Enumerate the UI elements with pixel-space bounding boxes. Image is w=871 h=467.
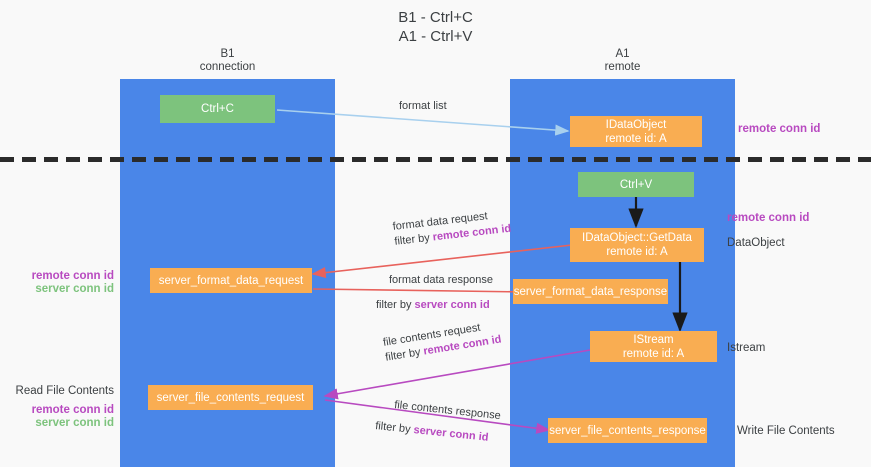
- filter-prefix: filter by: [393, 231, 434, 248]
- node-server-format-data-response[interactable]: server_format_data_response: [513, 279, 668, 304]
- left-label-read-file-contents: Read File Contents: [15, 385, 114, 397]
- node-getdata-line2: remote id: A: [606, 246, 668, 258]
- left-label-server-conn-id-bottom: server conn id: [35, 417, 114, 429]
- left-label-server-conn-id-mid: server conn id: [35, 283, 114, 295]
- column-header-a1-sub: remote: [604, 61, 641, 73]
- arrow-file-contents-response: [324, 399, 551, 434]
- node-idataobject-line1: IDataObject: [605, 118, 667, 131]
- node-istream-line2: remote id: A: [622, 347, 685, 360]
- arrow-format-list: [276, 109, 570, 136]
- node-idataobject[interactable]: IDataObject remote id: A: [570, 116, 702, 147]
- diagram-title-line2: A1 - Ctrl+V: [398, 28, 473, 45]
- column-header-a1-name: A1: [615, 48, 630, 60]
- node-istream-line1: IStream: [633, 333, 674, 346]
- arrow-label-format-list: format list: [399, 100, 447, 112]
- node-getdata-line1: IDataObject::GetData: [582, 232, 692, 244]
- right-label-write-file-contents: Write File Contents: [737, 425, 835, 437]
- node-server-format-data-request-label: server_format_data_request: [158, 274, 304, 287]
- arrow-label-format-data-response: format data response: [389, 274, 493, 286]
- node-idataobject-getdata[interactable]: IDataObject::GetData remote id: A: [570, 228, 704, 262]
- right-label-remote-conn-id-top: remote conn id: [738, 123, 821, 135]
- column-header-b1-sub: connection: [199, 61, 256, 73]
- arrow-file-contents-request: [323, 349, 591, 400]
- arrow-format-data-request: [311, 244, 573, 279]
- node-ctrl-v-label: Ctrl+V: [619, 178, 653, 191]
- node-server-file-contents-response[interactable]: server_file_contents_response: [548, 418, 707, 443]
- filter-prefix: filter by: [374, 419, 415, 436]
- node-server-file-contents-request[interactable]: server_file_contents_request: [148, 385, 313, 410]
- column-header-b1: B1 connection: [120, 48, 335, 74]
- node-ctrl-c-label: Ctrl+C: [201, 103, 234, 115]
- column-header-a1: A1 remote: [510, 48, 735, 74]
- arrow-format-data-response: [312, 286, 529, 298]
- node-ctrl-c[interactable]: Ctrl+C: [160, 95, 275, 123]
- right-label-istream: Istream: [727, 342, 766, 354]
- filter-prefix: filter by: [376, 299, 415, 311]
- node-server-format-data-response-label: server_format_data_response: [513, 285, 668, 298]
- node-server-file-contents-request-label: server_file_contents_request: [156, 391, 305, 404]
- node-idataobject-line2: remote id: A: [605, 132, 667, 145]
- node-istream[interactable]: IStream remote id: A: [590, 331, 717, 362]
- arrow-label-format-data-response-filter: filter by server conn id: [376, 298, 490, 313]
- column-header-b1-name: B1: [220, 48, 235, 60]
- right-label-remote-conn-id-mid: remote conn id: [727, 212, 810, 224]
- node-server-format-data-request[interactable]: server_format_data_request: [150, 268, 312, 293]
- node-ctrl-v[interactable]: Ctrl+V: [578, 172, 694, 197]
- right-label-dataobject: DataObject: [727, 237, 785, 249]
- filter-value-server-conn-id: server conn id: [414, 299, 490, 311]
- node-server-file-contents-response-label: server_file_contents_response: [549, 424, 706, 437]
- diagram-title-line1: B1 - Ctrl+C: [398, 9, 473, 26]
- left-label-remote-conn-id-bottom: remote conn id: [31, 404, 114, 416]
- left-label-remote-conn-id-mid: remote conn id: [31, 270, 114, 282]
- section-divider: [0, 157, 871, 162]
